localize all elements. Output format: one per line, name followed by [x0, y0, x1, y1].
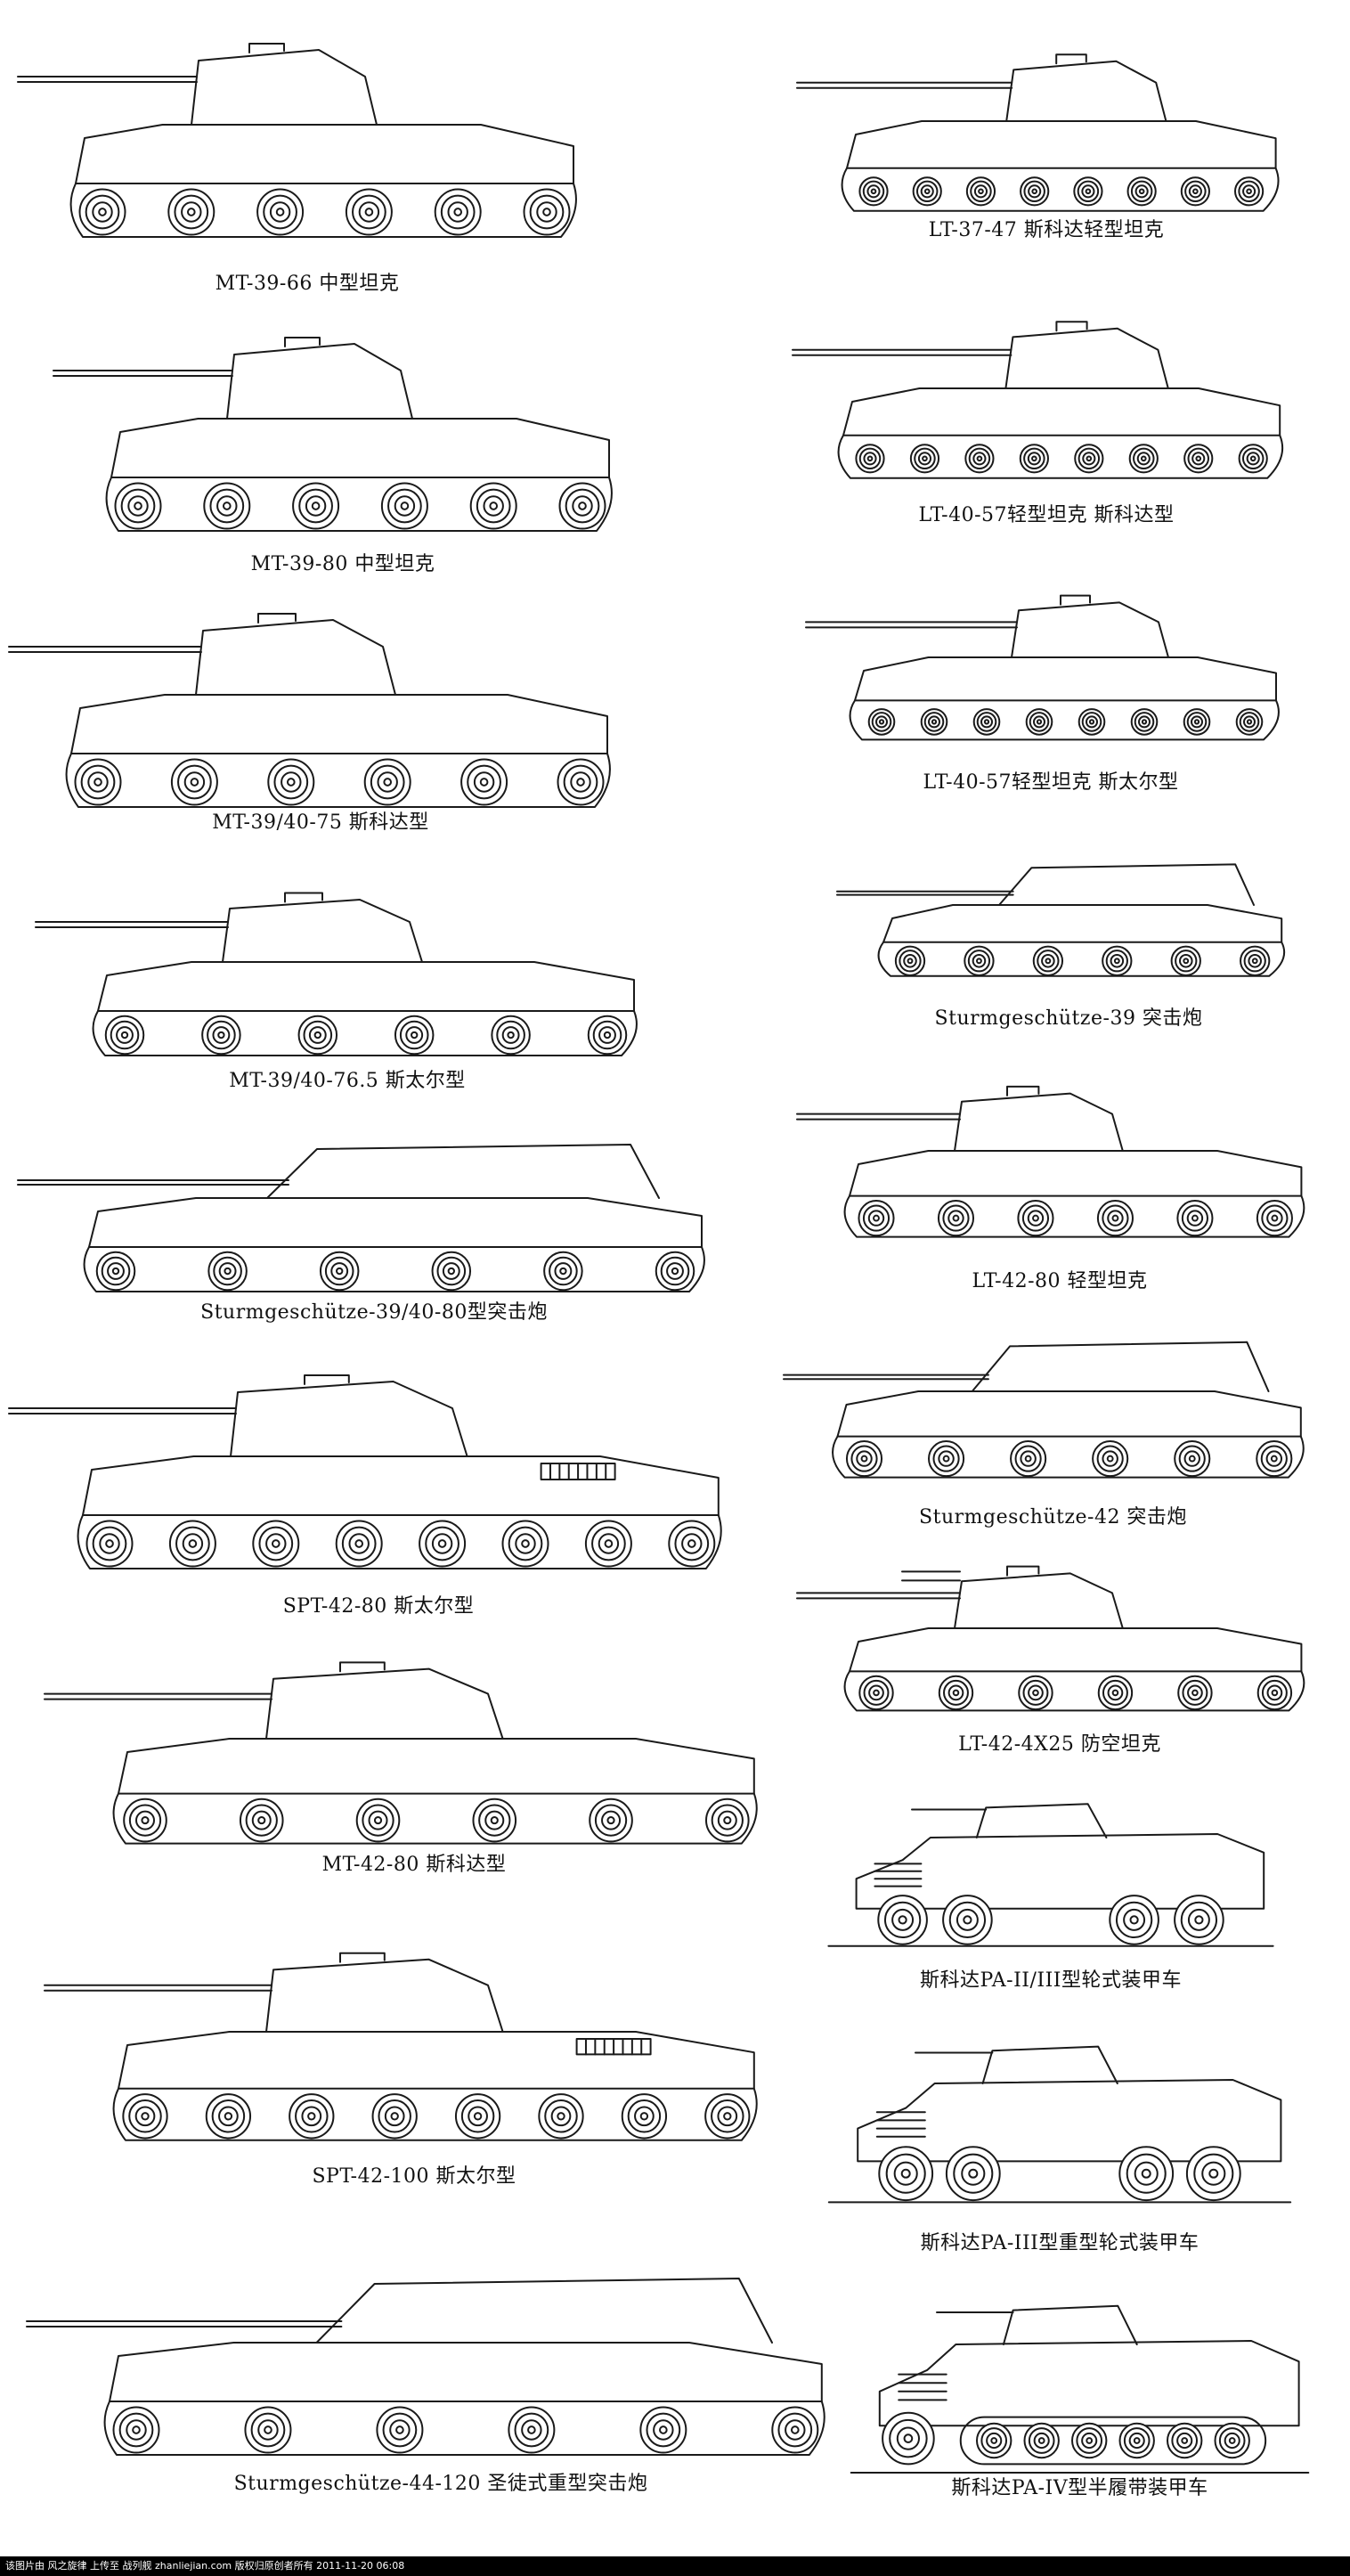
vehicle-drawing	[26, 2278, 825, 2456]
vehicle-drawing	[836, 863, 1286, 977]
vehicle-caption: MT-39-66 中型坦克	[215, 273, 400, 295]
vehicle-drawing	[8, 613, 611, 808]
vehicle-mt-39-66: MT-39-66 中型坦克	[17, 18, 597, 303]
vehicle-line-drawing	[17, 1144, 705, 1292]
vehicle-stug-39-40-80: Sturmgeschütze-39/40-80型突击炮	[17, 1109, 730, 1332]
vehicle-stug-39: Sturmgeschütze-39 突击炮	[836, 837, 1300, 1038]
vehicle-caption: MT-39/40-75 斯科达型	[212, 811, 429, 834]
vehicle-line-drawing	[26, 2278, 825, 2456]
vehicle-line-drawing	[827, 2045, 1292, 2204]
vehicle-drawing	[44, 1952, 758, 2141]
vehicle-drawing	[796, 53, 1280, 212]
vehicle-caption: SPT-42-100 斯太尔型	[312, 2165, 516, 2188]
vehicle-drawing	[796, 1085, 1305, 1238]
vehicle-caption: LT-40-57轻型坦克 斯科达型	[918, 504, 1175, 526]
vehicle-lt-42-80: LT-42-80 轻型坦克	[796, 1069, 1322, 1300]
vehicle-line-drawing	[53, 337, 613, 532]
vehicle-line-drawing	[805, 594, 1280, 741]
vehicle-caption: 斯科达PA-IV型半履带装甲车	[951, 2477, 1208, 2499]
vehicle-drawing	[827, 1803, 1274, 1947]
vehicle-line-drawing	[8, 613, 611, 808]
vehicle-pa-2-3: 斯科达PA-II/III型轮式装甲车	[819, 1781, 1282, 2000]
vehicle-caption: LT-37-47 斯科达轻型坦克	[928, 219, 1165, 241]
vehicle-drawing	[35, 892, 638, 1056]
vehicle-caption: LT-42-80 轻型坦克	[972, 1270, 1148, 1292]
vehicle-caption: MT-39-80 中型坦克	[250, 553, 435, 575]
vehicle-mt-39-80: MT-39-80 中型坦克	[53, 312, 632, 583]
vehicle-line-drawing	[827, 1803, 1274, 1947]
vehicle-caption: LT-42-4X25 防空坦克	[958, 1733, 1161, 1756]
vehicle-drawing	[792, 321, 1284, 479]
vehicle-drawing	[796, 1565, 1305, 1712]
vehicle-line-drawing	[796, 53, 1280, 212]
vehicle-line-drawing	[850, 2304, 1310, 2474]
vehicle-caption: 斯科达PA-II/III型轮式装甲车	[920, 1969, 1182, 1992]
vehicle-drawing	[53, 337, 613, 532]
vehicle-caption: 斯科达PA-III型重型轮式装甲车	[920, 2232, 1200, 2254]
vehicle-spt-42-100: SPT-42-100 斯太尔型	[44, 1928, 784, 2196]
vehicle-mt-42-80: MT-42-80 斯科达型	[44, 1639, 784, 1884]
vehicle-mt-39-40-75: MT-39/40-75 斯科达型	[8, 588, 632, 842]
vehicle-line-drawing	[44, 1661, 758, 1845]
vehicle-drawing	[805, 594, 1280, 741]
vehicle-line-drawing	[44, 1952, 758, 2141]
vehicle-lt-40-57-skoda: LT-40-57轻型坦克 斯科达型	[792, 303, 1300, 534]
watermark-footer: 该图片由 风之旋律 上传至 战列舰 zhanliejian.com 版权归原创者…	[0, 2556, 1350, 2576]
vehicle-line-drawing	[17, 43, 577, 238]
vehicle-line-drawing	[836, 863, 1286, 977]
vehicle-caption: LT-40-57轻型坦克 斯太尔型	[923, 771, 1179, 794]
vehicle-drawing	[827, 2045, 1292, 2204]
vehicle-caption: MT-42-80 斯科达型	[321, 1854, 507, 1876]
vehicle-line-drawing	[783, 1341, 1305, 1479]
vehicle-caption: Sturmgeschütze-39 突击炮	[934, 1007, 1203, 1030]
vehicle-stug-44-120: Sturmgeschütze-44-120 圣徒式重型突击炮	[26, 2236, 855, 2503]
vehicle-drawing	[850, 2304, 1310, 2474]
vehicle-lt-37-47: LT-37-47 斯科达轻型坦克	[796, 36, 1296, 249]
vehicle-drawing	[17, 1144, 705, 1292]
vehicle-caption: Sturmgeschütze-42 突击炮	[919, 1506, 1187, 1528]
vehicle-drawing	[44, 1661, 758, 1845]
vehicle-drawing	[783, 1341, 1305, 1479]
vehicle-caption: MT-39/40-76.5 斯太尔型	[229, 1070, 466, 1092]
vehicle-drawing	[8, 1374, 722, 1569]
vehicle-pa-4: 斯科达PA-IV型半履带装甲车	[842, 2280, 1318, 2507]
vehicle-pa-3: 斯科达PA-III型重型轮式装甲车	[819, 2022, 1300, 2262]
vehicle-line-drawing	[35, 892, 638, 1056]
vehicle-caption: SPT-42-80 斯太尔型	[282, 1595, 475, 1618]
vehicle-caption: Sturmgeschütze-44-120 圣徒式重型突击炮	[233, 2473, 648, 2495]
vehicle-spt-42-80: SPT-42-80 斯太尔型	[8, 1349, 748, 1626]
vehicle-mt-39-40-76-5: MT-39/40-76.5 斯太尔型	[35, 873, 659, 1100]
vehicle-line-drawing	[796, 1565, 1305, 1712]
vehicle-stug-42: Sturmgeschütze-42 突击炮	[783, 1309, 1322, 1537]
vehicle-lt-42-4x25: LT-42-4X25 防空坦克	[796, 1550, 1322, 1764]
vehicle-drawing	[17, 43, 577, 238]
vehicle-line-drawing	[796, 1085, 1305, 1238]
vehicle-caption: Sturmgeschütze-39/40-80型突击炮	[200, 1301, 548, 1324]
vehicle-lt-40-57-steyr: LT-40-57轻型坦克 斯太尔型	[805, 579, 1296, 802]
vehicle-line-drawing	[792, 321, 1284, 479]
vehicle-line-drawing	[8, 1374, 722, 1569]
